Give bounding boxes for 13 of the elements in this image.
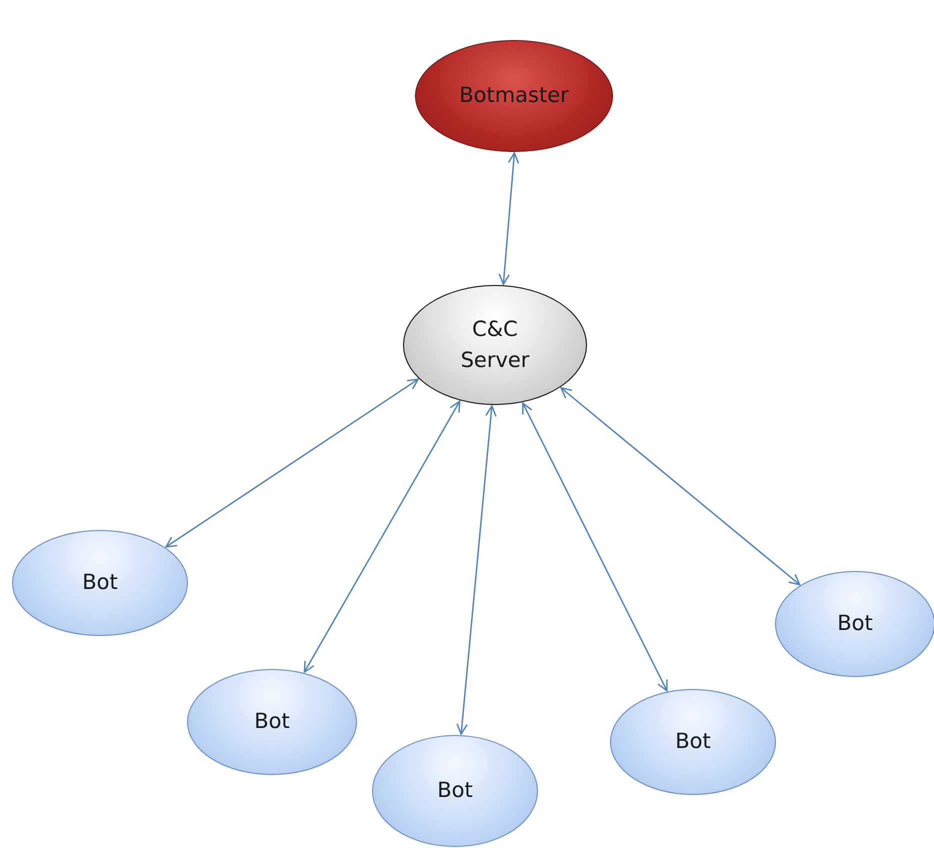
node-label: Botmaster bbox=[459, 82, 569, 110]
node-label: Bot bbox=[675, 728, 711, 756]
double-arrow bbox=[456, 405, 497, 735]
node-label: Bot bbox=[254, 708, 290, 736]
node-label: Bot bbox=[82, 569, 118, 596]
node-label: Bot bbox=[837, 610, 873, 638]
node-label: Bot bbox=[437, 777, 473, 804]
double-arrow bbox=[304, 400, 460, 673]
node-label: C&C Server bbox=[460, 316, 530, 374]
double-arrow bbox=[522, 402, 668, 692]
double-arrow bbox=[165, 378, 419, 548]
double-arrow bbox=[560, 387, 800, 586]
double-arrow bbox=[498, 152, 520, 285]
